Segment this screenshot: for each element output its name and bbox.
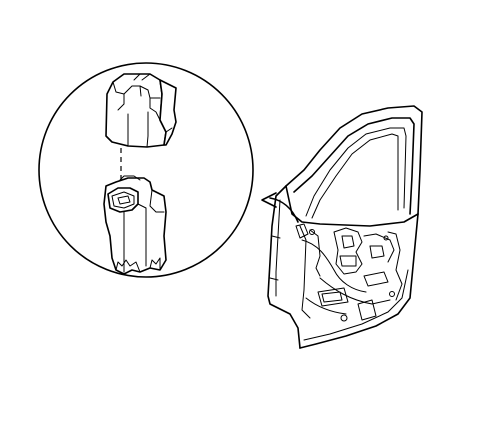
callout-arrow [261, 192, 299, 223]
inset-circle [38, 62, 254, 278]
connector-lower-half [103, 175, 167, 275]
front-door-inner-panel [267, 105, 423, 349]
bolt-icon [340, 314, 348, 322]
inset-detail [38, 62, 254, 278]
connector-upper-half [105, 73, 177, 148]
